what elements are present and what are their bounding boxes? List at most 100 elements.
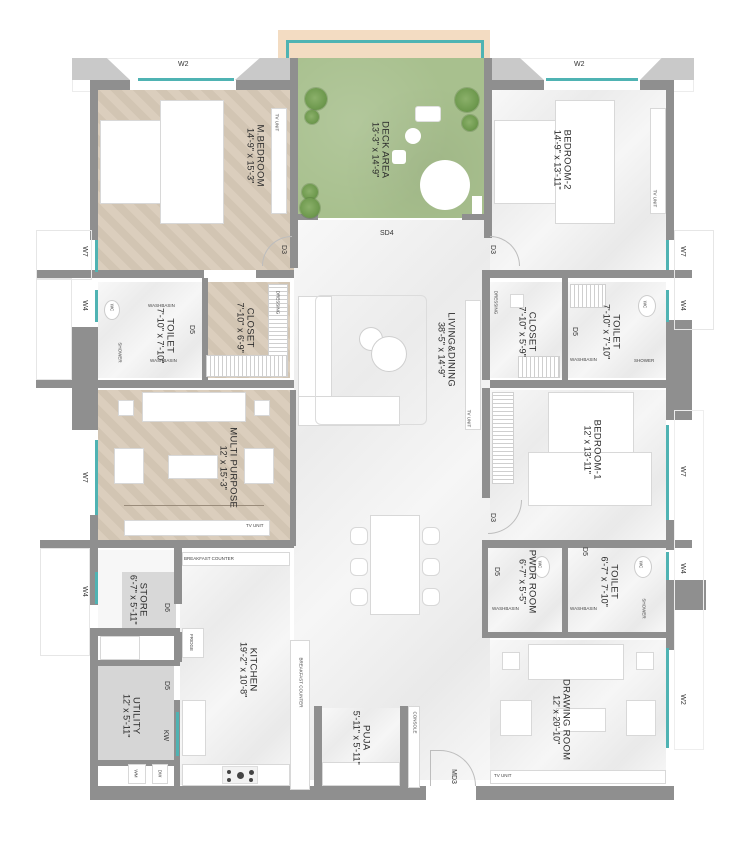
deck-small-table <box>405 128 421 144</box>
window-tag-w7-left-mp: W7 <box>80 472 88 483</box>
wall-h-mbed-bottom <box>36 270 204 278</box>
room-name: PUJA <box>360 724 372 751</box>
drawing-tv-unit <box>490 770 666 784</box>
mp-armchair-1 <box>114 448 144 484</box>
window-w4-left-store-glass <box>95 572 98 604</box>
wall-top-left-b <box>236 80 298 90</box>
pwdr-wc-label: WC <box>537 560 543 569</box>
window-w2-right-glass <box>546 78 638 81</box>
hob-burner-2 <box>227 778 231 782</box>
label-store: STORE 6'-7" x 5'-11" <box>128 568 149 632</box>
room-dims: 13'-3" x 14'-9" <box>370 122 381 178</box>
drawing-tv-unit-label: TV UNIT <box>494 773 512 778</box>
dining-chair-l1 <box>350 527 368 545</box>
bay-outline-right-top <box>674 230 714 330</box>
dining-chair-r1 <box>422 527 440 545</box>
room-dims: 38'-5" x 14'-9" <box>436 322 447 378</box>
living-tv-unit <box>465 300 481 430</box>
kitchen-fridge-label: FRIDGE <box>189 633 195 652</box>
deck-round-table <box>420 160 470 210</box>
mp-rug-line <box>124 505 264 506</box>
window-w7-right-bed1-glass <box>666 425 669 520</box>
wall-outer-left-3 <box>90 515 98 605</box>
window-tag-w2-right: W2 <box>574 61 585 68</box>
wall-deck-bottom-right <box>462 214 488 220</box>
bay-outline-left-mid <box>36 278 72 380</box>
wall-outer-left-1 <box>90 80 98 240</box>
deck-stool <box>392 150 406 164</box>
room-name: CLOSET <box>526 311 538 352</box>
b2-shower-label: SHOWER <box>634 358 655 363</box>
room-dims: 12' x 5'-11" <box>121 693 132 738</box>
puja-altar <box>322 762 400 786</box>
bedroom-1-headboard <box>528 452 652 506</box>
wall-h-store-bottom <box>90 628 180 636</box>
deck-plant-3 <box>455 88 479 112</box>
toilet-b1-wc-label: WC <box>638 560 644 569</box>
room-dims: 14'-9" x 15'-3" <box>245 128 256 184</box>
window-w7-left-glass <box>95 240 98 272</box>
drawing-coffee-table <box>556 708 606 732</box>
window-tag-w7-left: W7 <box>80 246 88 257</box>
wall-top-right-b <box>640 80 674 90</box>
b2-toilet-shelves <box>570 284 606 308</box>
mp-tv-unit-label: TV UNIT <box>246 523 264 528</box>
deck-lounger <box>415 106 441 122</box>
console-label: CONSOLE <box>412 711 418 734</box>
wall-h-bed1-bottom <box>482 540 692 548</box>
m-bedroom-tv-unit <box>271 108 287 214</box>
room-name: PWDR ROOM <box>526 549 538 614</box>
label-toilet-b2: TOILET 7'-10" x 7'-10" <box>601 297 622 367</box>
room-dims: 7'-10" x 6'-9" <box>235 302 246 353</box>
toilet-b1-wc <box>634 556 652 578</box>
deck-plant-2 <box>305 110 319 124</box>
wall-h-closet-top <box>256 270 294 278</box>
pwdr-wc <box>534 556 550 578</box>
wall-outer-right-1 <box>666 80 674 240</box>
room-dims: 12' x 13'-11" <box>582 425 593 474</box>
mp-tv-unit <box>124 520 270 536</box>
wall-outer-right-3 <box>666 520 674 550</box>
floor-utility <box>90 666 174 762</box>
window-w4-right-toilet-glass <box>666 552 669 580</box>
room-name: TOILET <box>164 318 176 354</box>
hob-burner-4 <box>249 770 254 775</box>
wall-outer-right-5 <box>666 610 674 650</box>
b2-closet-shelves <box>518 356 560 378</box>
kitchen-breakfast-counter <box>290 640 310 790</box>
window-tag-kw: KW <box>162 729 170 742</box>
wall-v-closet-toilet-b2 <box>562 278 568 382</box>
room-name: CLOSET <box>244 307 256 348</box>
mp-armchair-2 <box>244 448 274 484</box>
wall-top-right-a <box>484 80 544 90</box>
living-tv-unit-label: TV UNIT <box>466 409 472 428</box>
label-toilet-master: TOILET 7'-10" x 7'-10" <box>155 301 176 371</box>
window-tag-w4-right-toilet: W4 <box>678 563 686 574</box>
wall-v-living-right-1 <box>482 270 490 380</box>
room-name: DECK AREA <box>379 121 391 179</box>
living-rug <box>315 295 427 425</box>
wall-v-mp-right <box>290 390 296 546</box>
b2-dressing-label: DRESSING <box>493 290 499 315</box>
kitchen-counter-top <box>182 552 290 566</box>
room-name: TOILET <box>610 314 622 350</box>
master-washbasin-label-bottom: WASHBASIN <box>150 358 177 363</box>
window-tag-sd4: SD4 <box>380 230 394 237</box>
wall-v-pwdr-toilet <box>562 548 568 634</box>
wall-h-pwdr-bottom <box>482 632 668 638</box>
room-name: M.BEDROOM <box>254 124 266 187</box>
room-dims: 7'-10" x 7'-10" <box>155 308 166 364</box>
bay-outline-right-low <box>674 410 704 750</box>
wall-h-toilet-b2-bottom <box>490 380 666 388</box>
room-name: UTILITY <box>130 696 142 735</box>
utility-wm-label: WM <box>133 769 139 778</box>
window-tag-w4-right: W4 <box>678 300 686 311</box>
mp-sofa <box>142 392 246 422</box>
dining-chair-l3 <box>350 588 368 606</box>
hob-burner-5 <box>249 778 253 782</box>
b2-washbasin-label: WASHBASIN <box>570 357 597 362</box>
dining-chair-r2 <box>422 558 440 576</box>
room-dims: 14'-9" x 13'-11" <box>552 129 563 190</box>
deck-railing-glass-right <box>481 40 484 60</box>
door-tag-d5-b1: D5 <box>580 547 588 556</box>
